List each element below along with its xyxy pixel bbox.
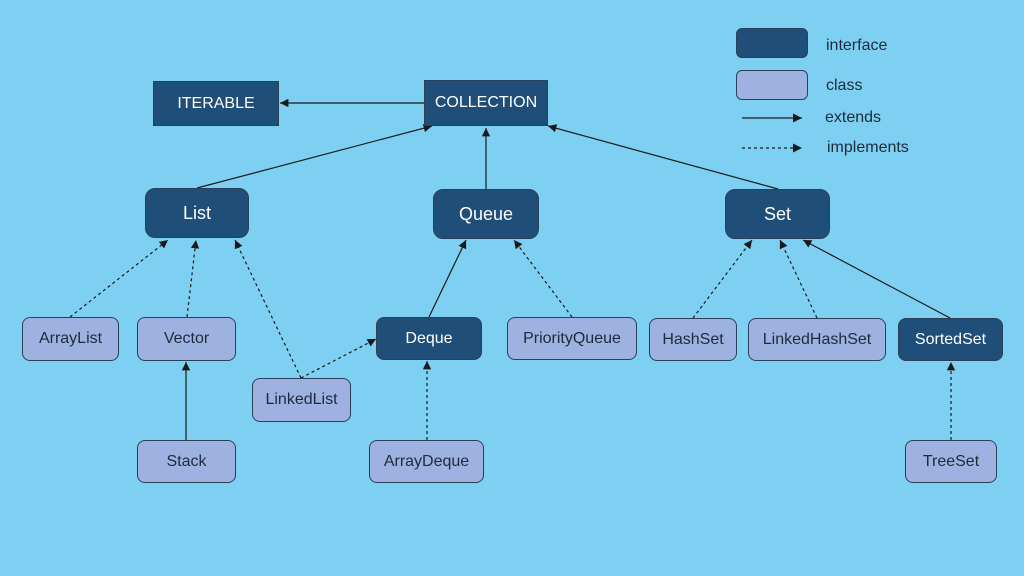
node-sortedset: SortedSet <box>898 318 1003 361</box>
edge-priorityqueue-implements-queue <box>513 239 573 318</box>
legend-implements-line <box>742 143 802 153</box>
node-queue: Queue <box>433 189 539 239</box>
node-linkedhashset: LinkedHashSet <box>748 318 886 361</box>
edge-deque-extends-queue <box>428 239 467 318</box>
node-treeset: TreeSet <box>905 440 997 483</box>
edge-linkedlist-implements-deque <box>300 338 377 379</box>
node-linkedlist: LinkedList <box>252 378 351 422</box>
node-stack: Stack <box>137 440 236 483</box>
node-list: List <box>145 188 249 238</box>
legend-implements-label: implements <box>827 139 909 156</box>
node-priorityqueue: PriorityQueue <box>507 317 637 360</box>
edge-set-extends-collection <box>547 124 779 190</box>
edge-vector-implements-list <box>186 239 200 318</box>
legend-interface-label: interface <box>826 37 888 54</box>
edge-list-extends-collection <box>196 124 433 189</box>
legend-extends-line <box>742 113 802 123</box>
legend-class-label: class <box>826 77 863 94</box>
node-deque: Deque <box>376 317 482 360</box>
node-collection: COLLECTION <box>424 80 548 126</box>
edge-arraylist-implements-list <box>69 239 169 318</box>
node-arraydeque: ArrayDeque <box>369 440 484 483</box>
legend-interface-swatch <box>736 28 808 58</box>
node-arraylist: ArrayList <box>22 317 119 361</box>
edge-linkedlist-implements-list <box>234 239 302 379</box>
node-vector: Vector <box>137 317 236 361</box>
node-set: Set <box>725 189 830 239</box>
legend-extends-label: extends <box>825 109 882 126</box>
node-iterable: ITERABLE <box>153 81 279 126</box>
edge-hashset-implements-set <box>692 239 753 319</box>
legend-class-swatch <box>736 70 808 100</box>
edge-sortedset-extends-set <box>802 239 951 319</box>
node-hashset: HashSet <box>649 318 737 361</box>
edge-linkedhashset-implements-set <box>779 239 818 319</box>
